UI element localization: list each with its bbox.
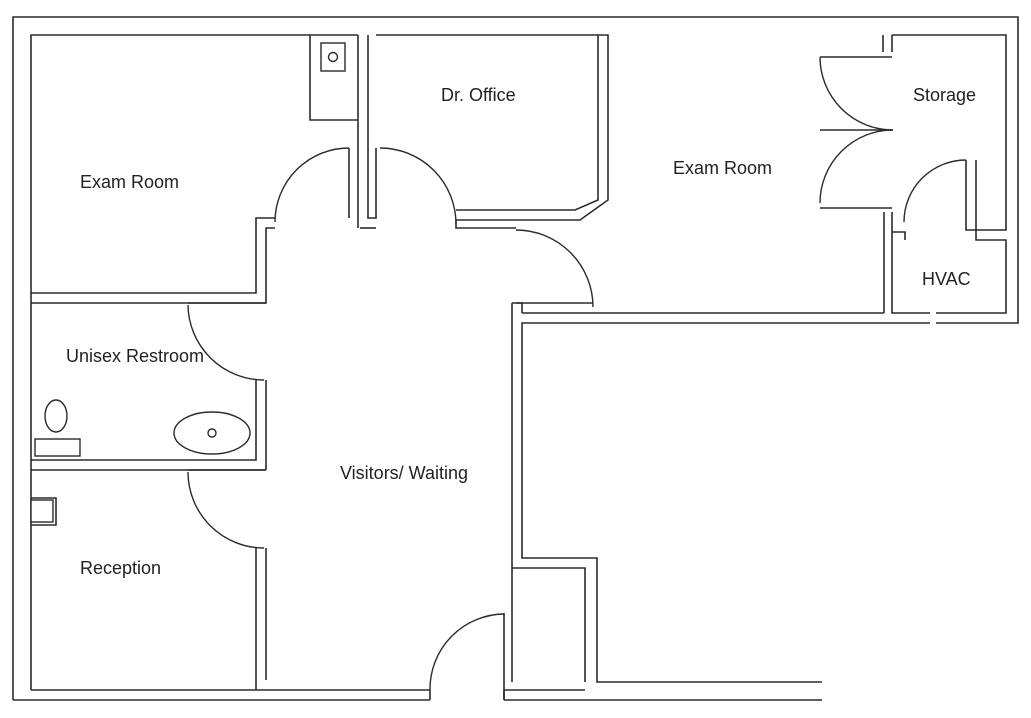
room-label-exam-room-left: Exam Room — [80, 172, 180, 192]
room-label-exam-room-right: Exam Room — [673, 158, 773, 178]
room-label-dr-office: Dr. Office — [441, 85, 516, 105]
door-swings — [187, 56, 967, 700]
fixtures — [30, 42, 346, 523]
door-hvac — [903, 159, 967, 223]
door-restroom — [187, 304, 265, 381]
door-storage-bottom — [819, 129, 894, 204]
room-label-hvac: HVAC — [922, 269, 971, 289]
door-storage-top — [819, 56, 894, 131]
room-label-visitors-waiting: Visitors/ Waiting — [340, 463, 469, 483]
interior-walls — [31, 35, 977, 700]
door-reception — [187, 471, 265, 549]
door-exam-right — [515, 229, 594, 308]
room-label-reception: Reception — [80, 558, 162, 578]
toilet-fixture — [44, 399, 68, 433]
sink-fixture — [320, 42, 346, 72]
exterior-walls — [12, 16, 1019, 701]
reception-counter — [30, 499, 54, 523]
door-exam-left — [274, 147, 350, 223]
door-dr-office — [379, 147, 457, 225]
room-label-unisex-restroom: Unisex Restroom — [66, 346, 205, 366]
room-label-storage: Storage — [913, 85, 977, 105]
door-entry — [429, 613, 505, 691]
